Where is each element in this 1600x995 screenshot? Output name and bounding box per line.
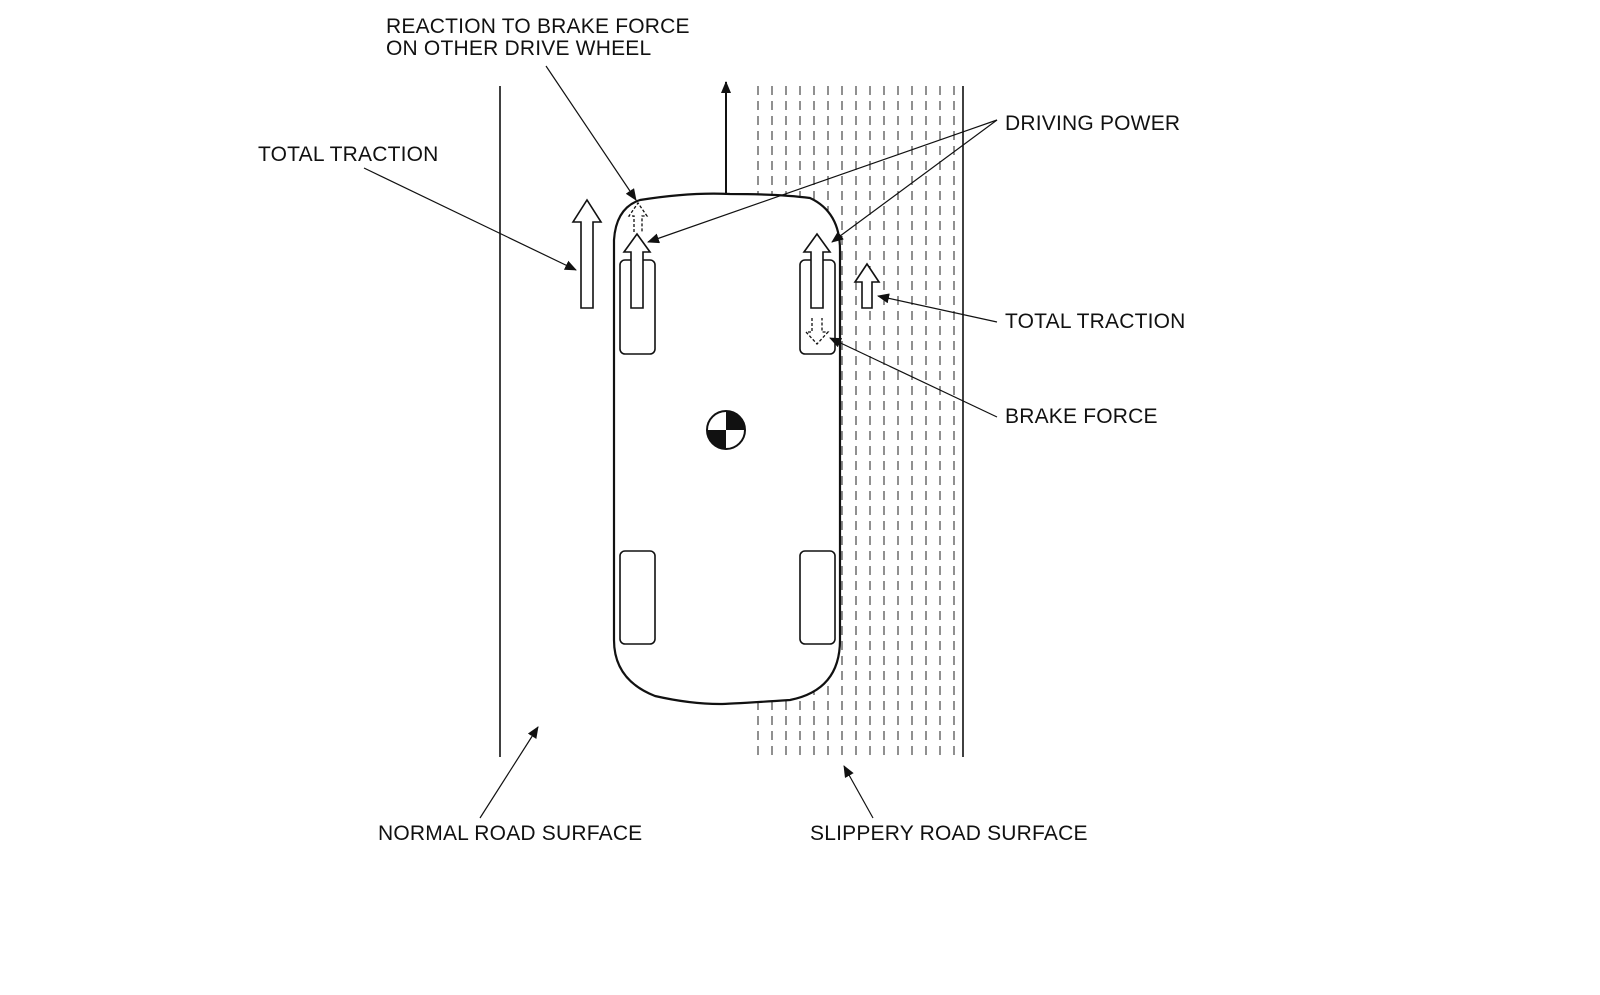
driving-power-right-arrow	[802, 232, 832, 309]
label-reaction-brake-force-line2: ON OTHER DRIVE WHEEL	[386, 37, 652, 60]
center-of-gravity-icon	[706, 410, 746, 450]
label-total-traction-left: TOTAL TRACTION	[258, 143, 439, 166]
brake-force-arrow	[804, 318, 830, 345]
rear-left-wheel	[619, 550, 656, 645]
total-traction-left-arrow	[571, 198, 603, 309]
label-brake-force: BRAKE FORCE	[1005, 405, 1158, 428]
total-traction-right-arrow	[853, 262, 881, 309]
label-normal-road-surface: NORMAL ROAD SURFACE	[378, 822, 643, 845]
reaction-brake-force-arrow	[627, 201, 649, 232]
driving-power-left-arrow	[622, 232, 652, 309]
label-total-traction-right: TOTAL TRACTION	[1005, 310, 1186, 333]
label-slippery-road-surface: SLIPPERY ROAD SURFACE	[810, 822, 1088, 845]
label-driving-power: DRIVING POWER	[1005, 112, 1181, 135]
leader-lines	[363, 65, 998, 819]
rear-right-wheel	[799, 550, 836, 645]
label-reaction-brake-force-line1: REACTION TO BRAKE FORCE	[386, 15, 690, 38]
